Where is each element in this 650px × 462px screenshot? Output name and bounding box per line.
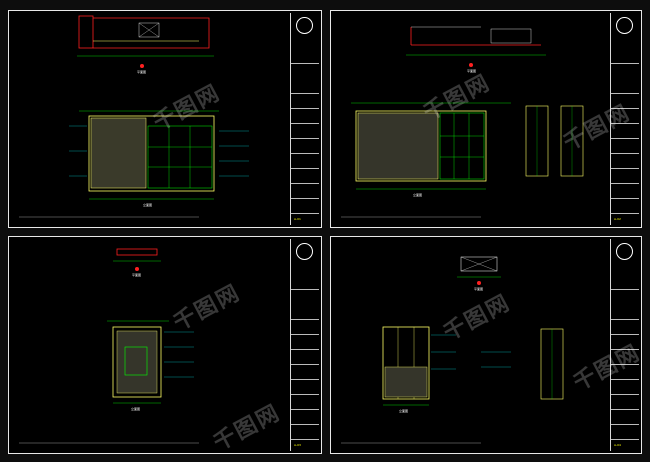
- drawing-sheet-4: 平面图 立面图 A-04: [330, 236, 642, 454]
- drawing-sheet-1: 平面图 立面图 A-01: [8, 10, 322, 228]
- sheet-2-title-block: A-02: [610, 13, 639, 225]
- sheet-2-elev-label: 立面图: [413, 193, 423, 197]
- elevation-view-3: [107, 320, 194, 404]
- sheet-3-title-block: A-03: [290, 239, 319, 451]
- plan-view-4: [457, 256, 501, 285]
- sheet-1-elev-label: 立面图: [143, 203, 153, 207]
- sheet-2-number: A-02: [614, 217, 621, 221]
- sheet-1-plan-label: 平面图: [137, 70, 147, 74]
- sheet-4-title-block: A-04: [610, 239, 639, 451]
- company-logo-icon: [616, 243, 633, 260]
- company-logo-icon: [296, 243, 313, 260]
- sheet-4-number: A-04: [614, 443, 621, 447]
- sheet-1-drawing: [19, 15, 249, 218]
- sheet-2-drawing: [341, 26, 584, 218]
- sheet-3-plan-label: 平面图: [132, 273, 142, 277]
- plan-view-3: [113, 248, 161, 271]
- company-logo-icon: [616, 17, 633, 34]
- sheet-4-plan-label: 平面图: [474, 287, 484, 291]
- company-logo-icon: [296, 17, 313, 34]
- elevation-view-4: [382, 326, 564, 406]
- elevation-view-1: [69, 110, 249, 200]
- sheet-3-number: A-03: [294, 443, 301, 447]
- plan-view-1: [77, 15, 214, 68]
- drawing-sheet-2: 平面图 立面图 A-02: [330, 10, 642, 228]
- sheet-1-number: A-01: [294, 217, 301, 221]
- sheet-2-plan-label: 平面图: [467, 69, 477, 73]
- elevation-view-2: [351, 102, 584, 190]
- sheet-3-drawing: [19, 248, 199, 444]
- drawing-sheet-3: 平面图 立面图 A-03: [8, 236, 322, 454]
- sheet-4-elev-label: 立面图: [399, 409, 409, 413]
- sheet-1-title-block: A-01: [290, 13, 319, 225]
- sheet-4-drawing: [341, 256, 564, 444]
- plan-view-2: [406, 26, 546, 67]
- sheet-3-elev-label: 立面图: [131, 407, 141, 411]
